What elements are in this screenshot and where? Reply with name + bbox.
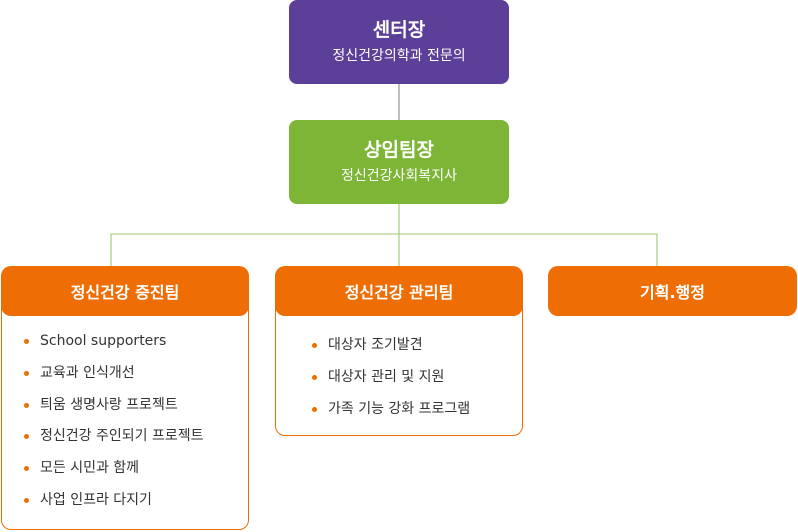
lead-node: 상임팀장 정신건강사회복지사: [289, 120, 509, 204]
director-subtitle: 정신건강의학과 전문의: [332, 48, 466, 64]
team-header-promotion: 정신건강 증진팀: [1, 266, 249, 316]
lead-subtitle: 정신건강사회복지사: [341, 168, 457, 184]
list-item: 틔움 생명사랑 프로젝트: [24, 395, 203, 427]
team-items-management: 대상자 조기발견 대상자 관리 및 지원 가족 기능 강화 프로그램: [312, 335, 470, 430]
list-item: 대상자 조기발견: [312, 335, 470, 367]
lead-title: 상임팀장: [364, 139, 434, 161]
list-item: 사업 인프라 다지기: [24, 490, 203, 522]
bullet-dot-icon: [24, 339, 29, 344]
list-item-label: 대상자 관리 및 지원: [328, 368, 445, 385]
list-item-label: 정신건강 주인되기 프로젝트: [40, 428, 204, 445]
bullet-dot-icon: [312, 343, 317, 348]
list-item: 대상자 관리 및 지원: [312, 367, 470, 399]
bullet-dot-icon: [24, 466, 29, 472]
list-item-label: 사업 인프라 다지기: [40, 491, 152, 508]
list-item-label: 대상자 조기발견: [328, 337, 423, 353]
bullet-dot-icon: [24, 402, 29, 408]
team-header-planning: 기획.행정: [548, 266, 797, 316]
director-title: 센터장: [372, 19, 426, 41]
bullet-dot-icon: [24, 434, 29, 440]
list-item-label: School supporters: [40, 333, 167, 349]
list-item-label: 틔움 생명사랑 프로젝트: [40, 396, 178, 413]
bullet-dot-icon: [24, 370, 29, 376]
director-node: 센터장 정신건강의학과 전문의: [289, 0, 509, 84]
team-header-management: 정신건강 관리팀: [275, 266, 523, 316]
bullet-dot-icon: [312, 374, 317, 380]
bullet-dot-icon: [24, 497, 29, 503]
list-item-label: 가족 기능 강화 프로그램: [328, 400, 471, 417]
list-item: School supporters: [24, 331, 203, 363]
list-item: 정신건강 주인되기 프로젝트: [24, 426, 203, 458]
list-item: 교육과 인식개선: [24, 363, 203, 395]
list-item-label: 교육과 인식개선: [40, 364, 135, 381]
list-item: 모든 시민과 함께: [24, 458, 203, 490]
team-items-promotion: School supporters 교육과 인식개선 틔움 생명사랑 프로젝트 …: [24, 331, 203, 522]
team-box-promotion: School supporters 교육과 인식개선 틔움 생명사랑 프로젝트 …: [1, 290, 249, 530]
bullet-dot-icon: [312, 406, 317, 412]
list-item-label: 모든 시민과 함께: [40, 460, 140, 477]
list-item: 가족 기능 강화 프로그램: [312, 399, 470, 431]
